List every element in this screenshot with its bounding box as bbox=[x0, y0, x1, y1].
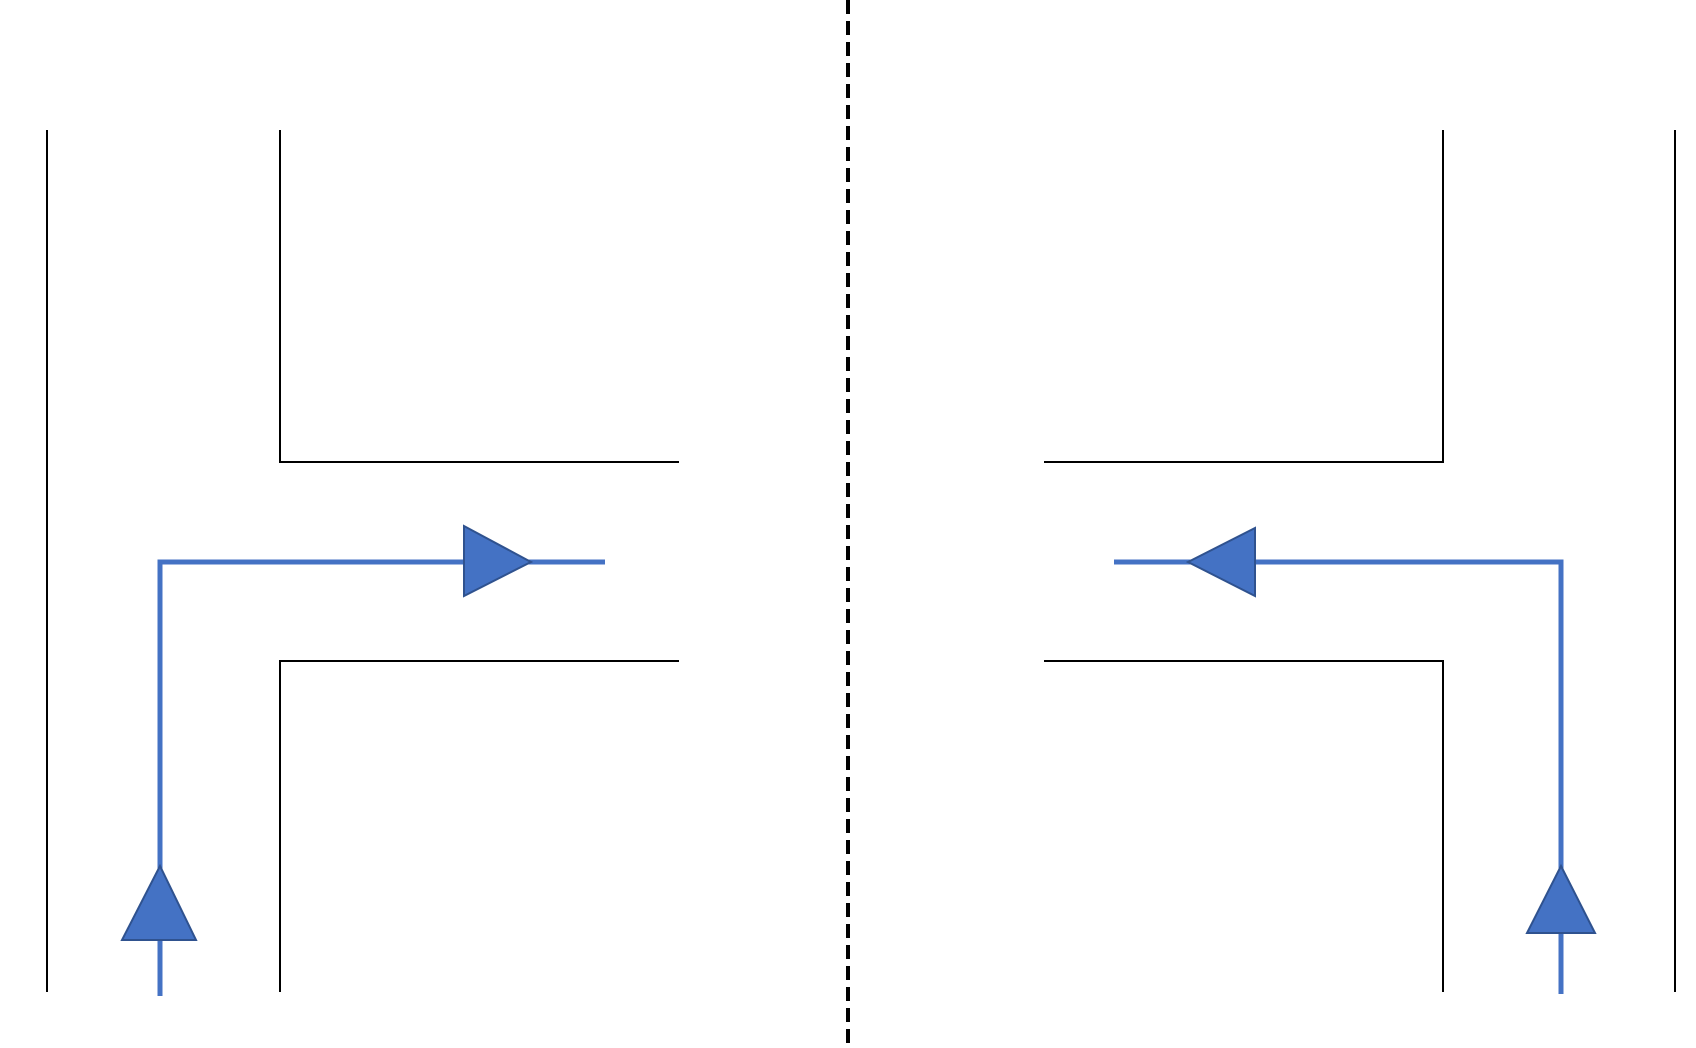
left-panel bbox=[46, 130, 679, 996]
right-upper-corner-edge bbox=[1044, 130, 1444, 463]
right-route bbox=[1114, 526, 1597, 994]
right-lower-corner-edge bbox=[1044, 660, 1444, 992]
left-road-edges bbox=[46, 130, 679, 992]
right-road-edges bbox=[1044, 130, 1676, 992]
left-right-arrow-icon bbox=[463, 524, 534, 598]
right-panel bbox=[1044, 130, 1676, 994]
left-route-path bbox=[157, 559, 605, 996]
right-route-path bbox=[1114, 559, 1564, 994]
left-upper-corner-edge bbox=[279, 130, 679, 463]
left-up-arrow-icon bbox=[120, 863, 198, 941]
left-lower-corner-edge bbox=[279, 660, 679, 992]
right-left-arrow-icon bbox=[1185, 526, 1256, 598]
right-up-arrow-icon bbox=[1525, 863, 1597, 934]
left-route bbox=[120, 524, 605, 996]
